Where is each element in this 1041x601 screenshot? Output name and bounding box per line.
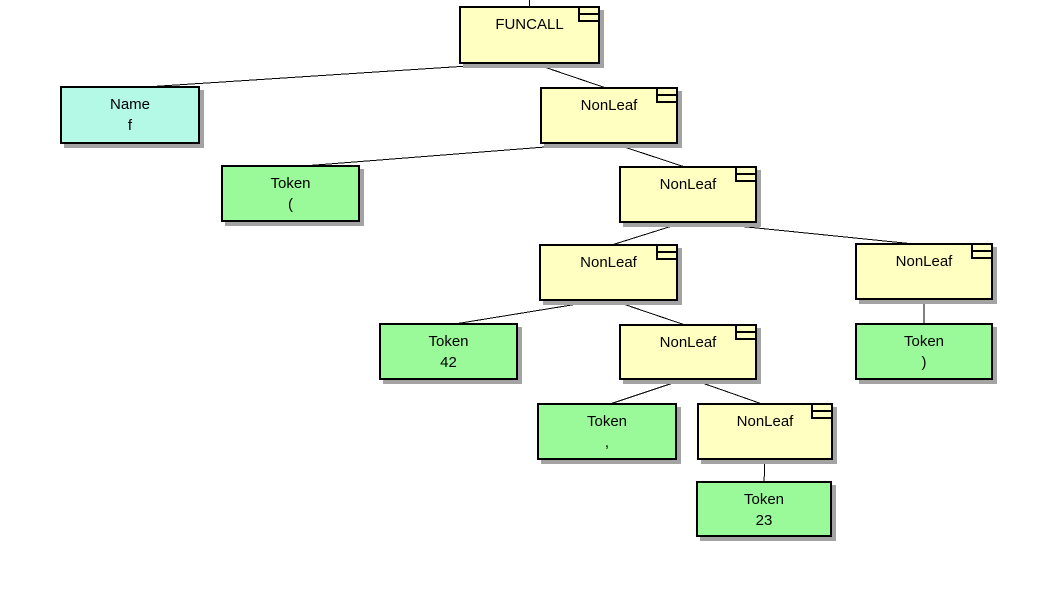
fold-marker-divider (737, 168, 755, 175)
node-value-label: ( (288, 196, 293, 213)
fold-marker-icon[interactable] (656, 87, 678, 103)
node-type-label: NonLeaf (895, 253, 953, 270)
fold-marker-icon[interactable] (656, 244, 678, 260)
node-type-label: Name (109, 96, 150, 113)
tree-node-nonleaf-4[interactable]: NonLeaf (855, 243, 993, 300)
tree-edge-funcall-name-f (129, 61, 530, 89)
tree-edge-nonleaf-1-token-lparen (290, 141, 610, 168)
tree-node-token-rparen[interactable]: Token) (855, 323, 993, 380)
fold-marker-icon[interactable] (971, 243, 993, 259)
tree-edge-nonleaf-3-nonleaf-5 (608, 298, 689, 327)
fold-marker-icon[interactable] (735, 166, 757, 182)
tree-node-nonleaf-6[interactable]: NonLeaf (697, 403, 833, 460)
node-type-label: Token (428, 333, 469, 350)
tree-node-token-23[interactable]: Token 23 (696, 481, 832, 537)
tree-node-name-f[interactable]: Name f (60, 86, 200, 144)
tree-node-funcall[interactable]: FUNCALL (459, 6, 600, 64)
tree-edge-nonleaf-2-nonleaf-4 (687, 220, 925, 246)
tree-edge-nonleaf-2-nonleaf-3 (608, 220, 689, 247)
fold-marker-divider (658, 89, 676, 96)
node-value-label: 23 (755, 512, 773, 529)
node-type-label: NonLeaf (659, 176, 717, 193)
tree-node-token-42[interactable]: Token 42 (379, 323, 518, 380)
node-type-label: NonLeaf (580, 97, 638, 114)
tree-node-nonleaf-1[interactable]: NonLeaf (540, 87, 678, 144)
tree-edge-nonleaf-6-token-23 (763, 457, 766, 484)
node-value-label: f (127, 117, 133, 134)
fold-marker-icon[interactable] (735, 324, 757, 340)
node-type-label: Token (586, 413, 628, 430)
fold-marker-divider (580, 8, 598, 15)
fold-marker-divider (658, 246, 676, 253)
node-value-label: , (604, 434, 610, 451)
node-type-label: NonLeaf (659, 334, 717, 351)
tree-node-token-lparen[interactable]: Token ( (221, 165, 360, 222)
fold-marker-icon[interactable] (578, 6, 600, 22)
tree-edge-nonleaf-1-nonleaf-2 (608, 141, 689, 169)
tree-node-nonleaf-5[interactable]: NonLeaf (619, 324, 757, 380)
node-type-label: Token (743, 491, 785, 508)
tree-edge-nonleaf-5-nonleaf-6 (687, 377, 766, 406)
tree-node-nonleaf-3[interactable]: NonLeaf (539, 244, 678, 301)
tree-edge-nonleaf-5-token-comma (606, 377, 689, 406)
fold-marker-divider (813, 405, 831, 412)
tree-edge-nonleaf-3-token-42 (448, 298, 609, 326)
node-value-label: 42 (440, 354, 457, 371)
node-type-label: NonLeaf (736, 413, 794, 430)
fold-marker-divider (737, 326, 755, 333)
node-type-label: NonLeaf (580, 254, 637, 271)
tree-edge-funcall-nonleaf-1 (529, 61, 610, 90)
fold-marker-divider (973, 245, 991, 252)
tree-node-nonleaf-2[interactable]: NonLeaf (619, 166, 757, 223)
node-type-label: FUNCALL (495, 16, 564, 33)
node-type-label: Token (903, 333, 945, 350)
tree-node-token-comma[interactable]: Token, (537, 403, 677, 460)
node-type-label: Token (270, 175, 311, 192)
node-value-label: ) (921, 354, 927, 371)
fold-marker-icon[interactable] (811, 403, 833, 419)
